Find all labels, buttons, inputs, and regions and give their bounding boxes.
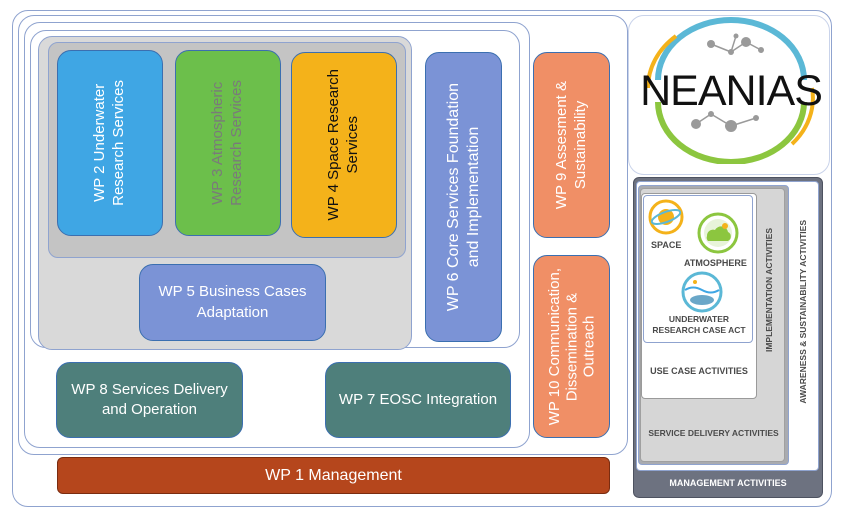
logo-arc-top (655, 17, 807, 81)
legend-space-label: SPACE (651, 240, 682, 250)
wp4-label: WP 4 Space Research Services (325, 69, 361, 221)
wp5-business-box: WP 5 Business Cases Adaptation (139, 264, 326, 341)
wp8-label: WP 8 Services Delivery and Operation (71, 380, 228, 418)
neanias-logo: NEANIAS (640, 17, 823, 164)
wp7-label: WP 7 EOSC Integration (338, 390, 498, 408)
legend-underwater-label: UNDERWATER RESEARCH CASE ACT (652, 314, 746, 335)
legend-use-case-label: USE CASE ACTIVITIES (650, 366, 748, 376)
wp1-management-box: WP 1 Management (57, 457, 610, 494)
wp10-communication-box: WP 10 Communication, Dissemination & Out… (533, 255, 610, 438)
space-icon (648, 199, 684, 235)
underwater-icon (681, 271, 723, 313)
wp3-label: WP 3 Atmospheric Research Services (209, 80, 245, 206)
logo-arc-bottom (655, 101, 807, 164)
logo-frame (628, 15, 830, 175)
wp1-label: WP 1 Management (265, 466, 402, 484)
logo-text: NEANIAS (640, 67, 822, 115)
wp9-label: WP 9 Assesment & Sustainability (552, 80, 589, 210)
atmosphere-icon (697, 212, 739, 254)
logo-arc-left (645, 34, 678, 89)
logo-arc-right (790, 87, 815, 146)
wp2-underwater-box: WP 2 Underwater Research Services (57, 50, 163, 236)
wp5-label: WP 5 Business Cases Adaptation (158, 283, 307, 321)
legend-awareness-label: AWARENESS & SUSTAINABILITY ACTIVITIES (798, 220, 808, 404)
wp8-delivery-box: WP 8 Services Delivery and Operation (56, 362, 243, 438)
outer-frame (12, 10, 832, 507)
wp10-label: WP 10 Communication, Dissemination & Out… (545, 267, 598, 426)
wp4-space-box: WP 4 Space Research Services (291, 52, 397, 238)
wp7-eosc-box: WP 7 EOSC Integration (325, 362, 511, 438)
legend-atmosphere-label: ATMOSPHERE (684, 258, 747, 268)
legend-implementation-label: IMPLEMENTATION ACTIVITIES (764, 228, 774, 353)
wp9-assessment-box: WP 9 Assesment & Sustainability (533, 52, 610, 238)
legend-management-label: MANAGEMENT ACTIVITIES (669, 478, 787, 488)
legend-service-delivery-label: SERVICE DELIVERY ACTIVITIES (648, 428, 779, 438)
frame-level-1 (18, 15, 628, 455)
wp6-core-services-box: WP 6 Core Services Foundation and Implem… (425, 52, 502, 342)
wp6-label: WP 6 Core Services Foundation and Implem… (444, 82, 482, 312)
frame-level-2 (24, 22, 530, 448)
wp2-label: WP 2 Underwater Research Services (91, 80, 127, 206)
network-nodes-icon (691, 33, 764, 132)
wp3-atmospheric-box: WP 3 Atmospheric Research Services (175, 50, 281, 236)
